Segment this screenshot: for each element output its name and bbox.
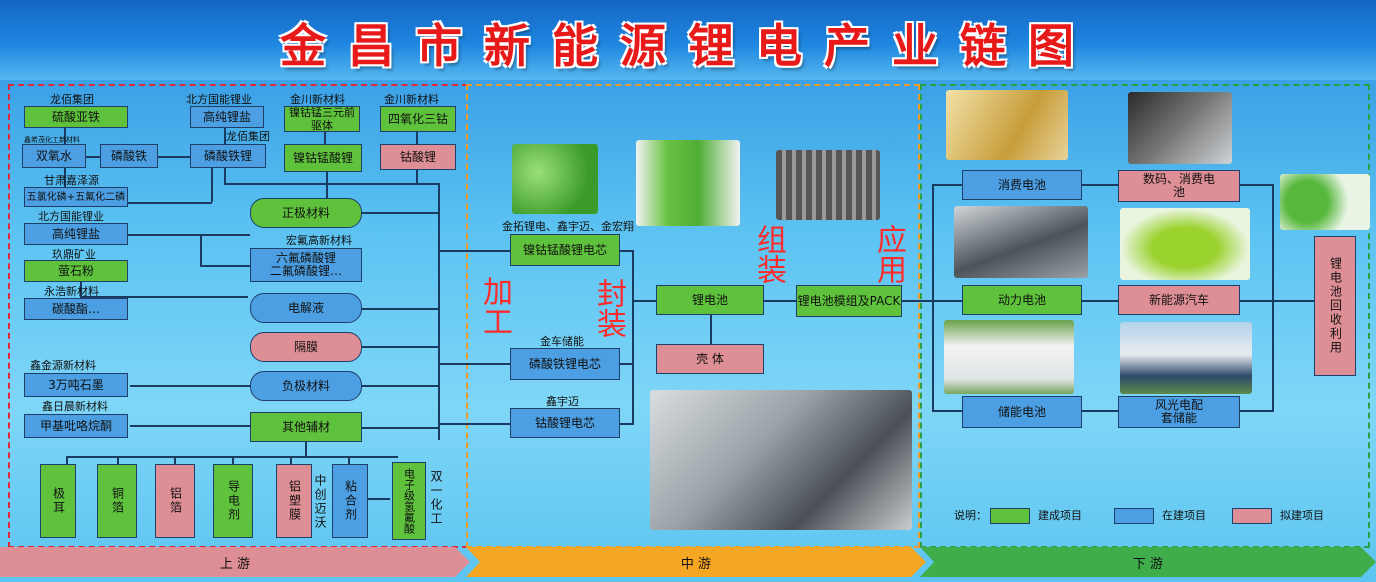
legend-item: 拟建项目 [1280,509,1324,522]
legend-swatch-building [1114,508,1154,524]
consumer-battery-image [946,90,1068,160]
company-label: 龙佰集团 [50,93,94,106]
company-label: 双一化工 [429,470,443,526]
energy-storage-image [944,320,1074,394]
box-lithium-battery: 锂电池 [656,285,764,315]
stage-zuzhuang: 组装 [751,224,786,284]
company-label: 鑫希茂化工新材料 [24,136,80,144]
box-nigugu: 镍钴锰三元前驱体 [284,106,360,132]
company-label: 金拓锂电、鑫宇迈、金宏翔 [502,220,634,233]
box-gclyan: 高纯锂盐 [190,106,264,128]
company-label: 北方国能锂业 [186,93,252,106]
battery-cells-image [512,144,598,214]
box-gsl-cell: 钴酸锂电芯 [510,408,620,438]
company-label: 鑫宇迈 [546,395,579,408]
box-lstl: 磷酸铁锂 [190,144,266,168]
bottom-item: 导电剂 [213,464,253,538]
box-shell: 壳 体 [656,344,764,374]
production-line-image [650,390,912,530]
box-sycg: 四氧化三钴 [380,106,456,132]
box-storage-battery: 储能电池 [962,396,1082,428]
box-fjcl: 负极材料 [250,371,362,401]
box-ngm-cell: 镍钴锰酸锂电芯 [510,234,620,266]
box-power-battery: 动力电池 [962,285,1082,315]
box-wind-solar-storage: 风光电配套储能 [1118,396,1240,428]
bottom-item: 铝塑膜 [276,464,312,538]
company-label: 北方国能锂业 [38,210,104,223]
company-label: 宏氟高新材料 [286,234,352,247]
power-battery-image [954,206,1088,278]
company-label: 玖鼎矿业 [52,248,96,261]
company-label: 永浩新材料 [44,285,99,298]
box-gclyan2: 高纯锂盐 [24,223,128,245]
recycle-image [1280,174,1370,230]
legend-item: 在建项目 [1162,509,1206,522]
box-jbz: 甲基吡咯烷酮 [24,414,128,438]
box-consumer-battery: 消费电池 [962,170,1082,200]
box-w3: 3万吨石墨 [24,373,128,397]
stage-downstream: 下 游 [920,547,1376,577]
box-syhs: 双氧水 [22,144,86,168]
bottom-item: 铜箔 [97,464,137,538]
box-ev: 新能源汽车 [1118,285,1240,315]
box-zjcl: 正极材料 [250,198,362,228]
company-label: 龙佰集团 [226,130,270,143]
stage-fengzhuang: 封装 [591,278,626,338]
solar-storage-image [1120,322,1252,394]
box-wlh: 五氯化磷+五氟化二磷 [24,187,128,207]
box-qtfc: 其他辅材 [250,412,362,442]
box-module-pack: 锂电池模组及PACK [796,285,902,317]
box-lfl: 六氟磷酸锂 二氟磷酸锂… [250,248,362,282]
company-label: 金车储能 [540,335,584,348]
page-title: 金昌市新能源锂电产业链图 [280,19,1096,73]
box-lst: 磷酸铁 [100,144,158,168]
company-label: 鑫金源新材料 [30,359,96,372]
bottom-item: 粘合剂 [332,464,368,538]
stage-yingyong: 应用 [871,224,906,284]
box-nglsl: 镍钴锰酸锂 [284,144,362,172]
box-recycling: 锂电池回收利用 [1314,236,1356,376]
battery-pack-image [636,140,740,226]
bottom-item: 电子级氢氟酸 [392,462,426,540]
stage-midstream: 中 游 [466,547,926,577]
company-label: 金川新材料 [290,93,345,106]
company-label: 鑫日晨新材料 [42,400,108,413]
company-label: 金川新材料 [384,93,439,106]
bottom-item: 铝箔 [155,464,195,538]
box-digital-consumer: 数码、消费电池 [1118,170,1240,202]
bottom-item: 极耳 [40,464,76,538]
box-gsl: 钴酸锂 [380,144,456,170]
legend-swatch-planned [1232,508,1272,524]
ev-car-image [1120,208,1250,280]
battery-module-image [776,150,880,220]
box-gm: 隔膜 [250,332,362,362]
legend-swatch-built [990,508,1030,524]
box-djy: 电解液 [250,293,362,323]
box-yss: 萤石粉 [24,260,128,282]
stage-upstream: 上 游 [0,547,470,577]
box-lst-cell: 磷酸铁锂电芯 [510,348,620,380]
legend-item: 建成项目 [1038,509,1082,522]
company-label: 甘肃嘉泽源 [44,174,99,187]
box-lsyt: 硫酸亚铁 [24,106,128,128]
stage-jiagong: 加工 [477,276,512,336]
box-tsz: 碳酸酯… [24,298,128,320]
header-banner [0,0,1376,80]
bottom-item-company: 中创迈沃 [313,474,327,530]
legend-label: 说明： [954,509,987,522]
digital-devices-image [1128,92,1232,164]
